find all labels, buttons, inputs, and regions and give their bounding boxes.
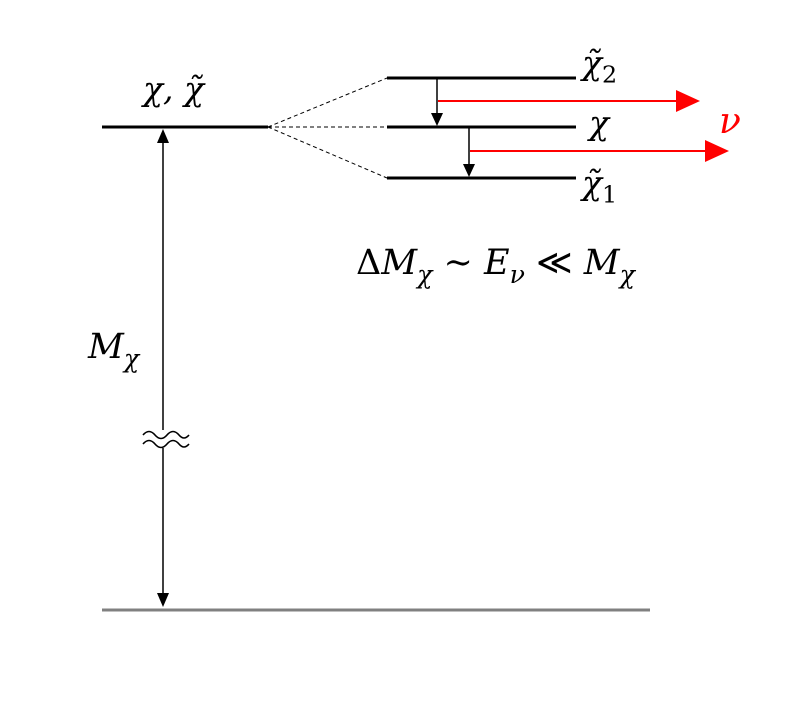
relation-much-less: ≪	[536, 243, 573, 283]
axis-break-wave-bottom	[142, 439, 190, 449]
mass-gap-label: Mχ	[88, 330, 139, 371]
split-connector-upper	[267, 77, 388, 128]
split-connector-lower	[267, 126, 388, 179]
relation-mass-1-subscript: χ	[417, 259, 433, 289]
mass-gap-symbol: M	[88, 327, 124, 367]
axis-break-wave-top	[142, 430, 190, 440]
relation-energy: E	[484, 243, 510, 283]
axis-break-gap	[150, 430, 178, 448]
relation-delta: Δ	[356, 243, 382, 283]
emission-arrowhead-upper	[676, 90, 700, 112]
level-chi-tilde-1-symbol: χ̃	[582, 163, 602, 202]
degenerate-level-label: χ, χ̃	[143, 69, 204, 108]
level-chi-tilde-2-symbol: χ̃	[582, 43, 602, 82]
relation-energy-subscript: ν	[509, 259, 525, 289]
level-chi-symbol: χ	[589, 103, 609, 142]
decay-arrowhead-lower	[463, 164, 475, 177]
neutrino-label: ν	[719, 101, 741, 142]
decay-arrowhead-upper	[431, 113, 443, 126]
relation-mass-2: M	[583, 243, 620, 283]
relation-mass-2-subscript: χ	[619, 259, 635, 289]
level-chi-label: χ	[589, 106, 609, 139]
mass-arrowhead-bottom	[157, 593, 169, 607]
relation-sim: ∼	[443, 243, 473, 283]
splitting-relation: ΔMχ ∼ Eν ≪ Mχ	[356, 246, 635, 287]
mass-gap-subscript: χ	[123, 343, 140, 373]
emission-arrowhead-lower	[705, 140, 729, 162]
level-chi-tilde-2-subscript: 2	[602, 60, 618, 89]
relation-mass-1: M	[381, 243, 418, 283]
level-chi-tilde-1-subscript: 1	[602, 180, 618, 209]
level-chi-tilde-2-label: χ̃2	[582, 46, 617, 87]
level-chi-tilde-1-label: χ̃1	[582, 166, 617, 207]
mass-arrowhead-top	[157, 129, 169, 143]
